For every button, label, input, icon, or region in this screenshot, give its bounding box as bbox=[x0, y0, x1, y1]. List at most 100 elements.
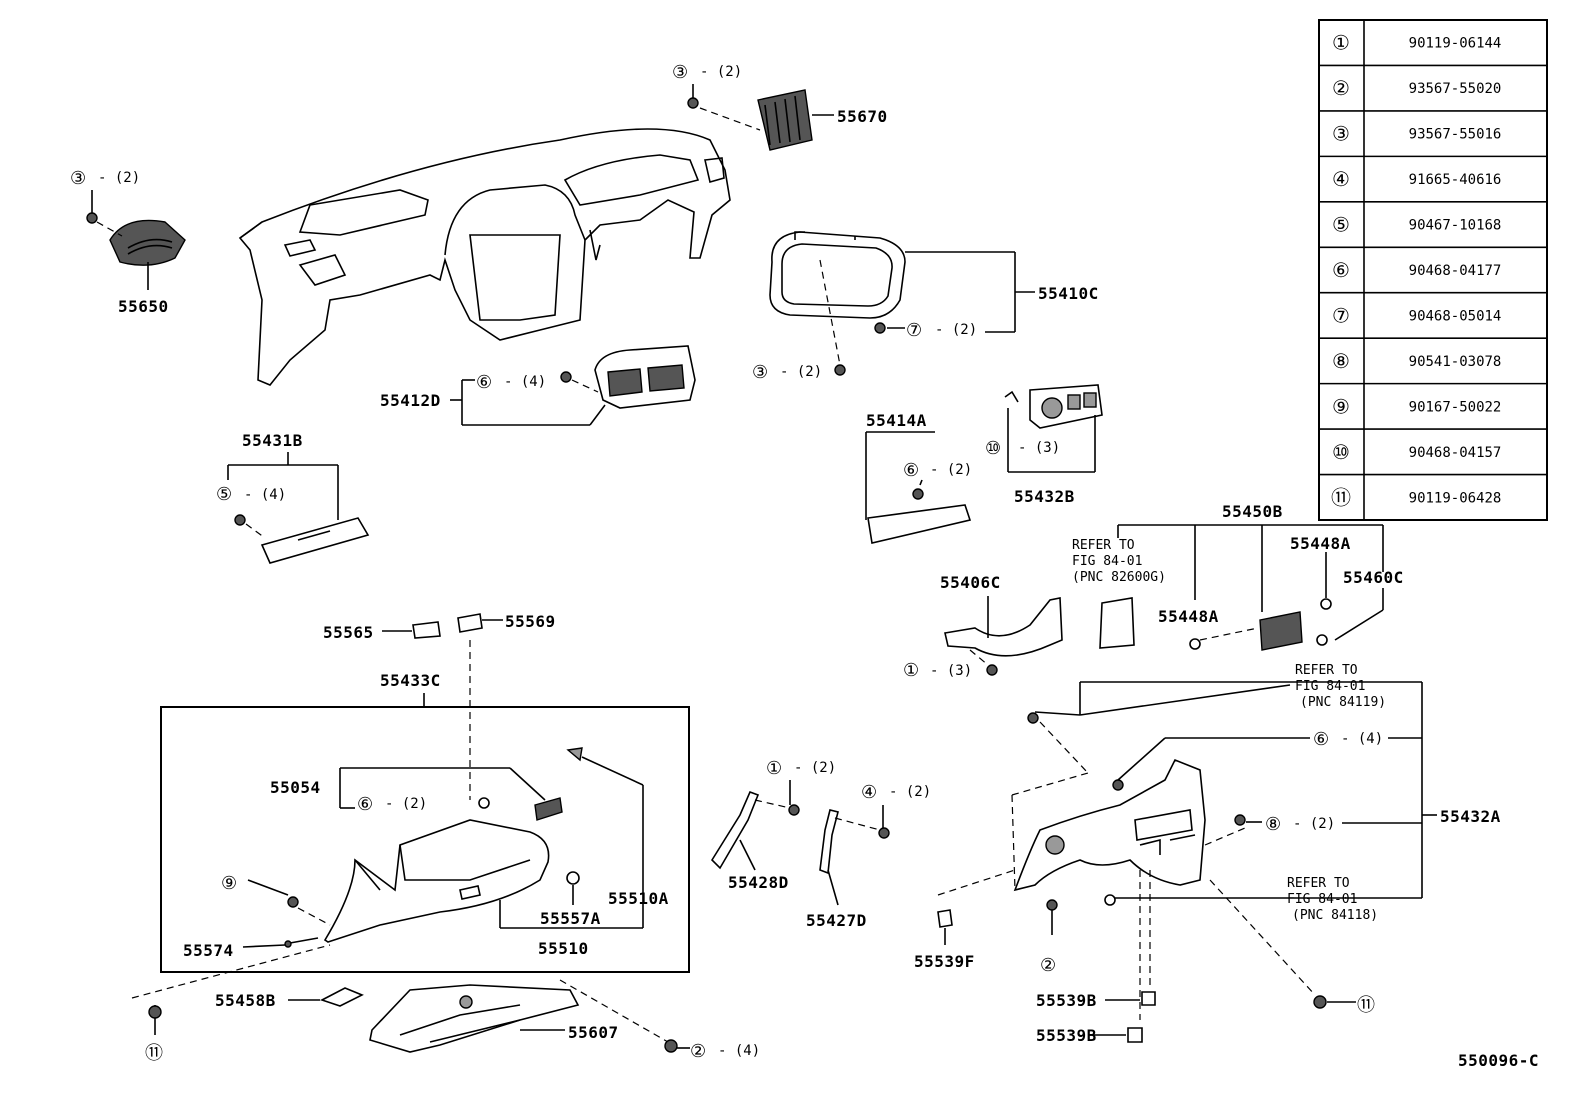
svg-text:55607: 55607 bbox=[568, 1023, 619, 1042]
svg-text:55458B: 55458B bbox=[215, 991, 276, 1010]
svg-text:(PNC 82600G): (PNC 82600G) bbox=[1072, 570, 1166, 585]
callout-c9: ① - (3) bbox=[903, 660, 972, 681]
table-part-number: 93567-55020 bbox=[1409, 81, 1502, 97]
table-part-number: 90119-06144 bbox=[1409, 36, 1502, 52]
svg-text:55414A: 55414A bbox=[866, 411, 927, 430]
svg-text:⑧: ⑧ bbox=[1265, 814, 1281, 835]
svg-text:55650: 55650 bbox=[118, 297, 169, 316]
svg-text:55410C: 55410C bbox=[1038, 284, 1099, 303]
svg-text:55450B: 55450B bbox=[1222, 502, 1283, 521]
svg-text:(PNC 84118): (PNC 84118) bbox=[1292, 908, 1378, 923]
svg-text:55574: 55574 bbox=[183, 941, 234, 960]
callout-c15: ⑧ - (2) bbox=[1265, 814, 1335, 835]
bracket-55406C: 55406C bbox=[940, 573, 1063, 676]
svg-text:FIG 84-01: FIG 84-01 bbox=[1287, 892, 1357, 907]
callout-c8: ⑩ - (3) bbox=[985, 438, 1060, 459]
svg-text:55432A: 55432A bbox=[1440, 807, 1501, 826]
svg-text:REFER TO: REFER TO bbox=[1287, 876, 1350, 891]
callout-c7: ⑥ - (2) bbox=[903, 460, 972, 481]
svg-text:⑤: ⑤ bbox=[216, 484, 232, 505]
svg-text:55054: 55054 bbox=[270, 778, 321, 797]
callout-c5: ⑥ - (4) bbox=[476, 372, 546, 393]
table-key: ③ bbox=[1332, 122, 1350, 146]
table-key: ⑥ bbox=[1332, 258, 1350, 282]
svg-text:④: ④ bbox=[861, 782, 877, 803]
table-key: ① bbox=[1332, 31, 1350, 55]
svg-text:③: ③ bbox=[672, 62, 688, 83]
console-panel-55450B: 55450B 55448A 55448A 55460C bbox=[1099, 502, 1404, 651]
callout-c4: ③ - (2) bbox=[752, 362, 822, 383]
svg-text:⑪: ⑪ bbox=[1357, 995, 1375, 1016]
lower-panel-55432A: 55432A 55539F 55539B 55539B bbox=[914, 681, 1501, 1045]
svg-text:⑥: ⑥ bbox=[1313, 729, 1329, 750]
table-key: ⑨ bbox=[1332, 394, 1350, 418]
svg-text:55539B: 55539B bbox=[1036, 1026, 1097, 1045]
svg-text:- (2): - (2) bbox=[385, 796, 427, 812]
side-vent-left: 55650 bbox=[86, 190, 186, 316]
svg-text:⑥: ⑥ bbox=[476, 372, 492, 393]
glove-box-group: 55433C 55565 55569 55054 55510A 55557A 5… bbox=[160, 612, 690, 973]
table-key: ② bbox=[1332, 76, 1350, 100]
svg-text:55412D: 55412D bbox=[380, 391, 441, 410]
under-cover-55607: 55458B 55607 550096-C bbox=[131, 944, 1539, 1070]
svg-text:- (4): - (4) bbox=[504, 374, 546, 390]
svg-text:FIG 84-01: FIG 84-01 bbox=[1295, 679, 1365, 694]
brackets-55428D-55427D: 55428D 55427D bbox=[710, 780, 890, 930]
svg-text:55427D: 55427D bbox=[806, 911, 867, 930]
callout-c16: ② bbox=[1040, 955, 1056, 976]
table-part-number: 91665-40616 bbox=[1409, 172, 1502, 188]
svg-text:- (2): - (2) bbox=[1293, 816, 1335, 832]
svg-text:③: ③ bbox=[70, 168, 86, 189]
svg-text:- (2): - (2) bbox=[780, 364, 822, 380]
instrument-panel-drawing bbox=[238, 128, 731, 386]
svg-text:- (4): - (4) bbox=[1341, 731, 1383, 747]
callout-c13: ④ - (2) bbox=[861, 782, 931, 803]
svg-text:55539B: 55539B bbox=[1036, 991, 1097, 1010]
table-key: ⑧ bbox=[1332, 349, 1350, 373]
svg-text:⑥: ⑥ bbox=[903, 460, 919, 481]
side-vent-right: 55670 bbox=[687, 84, 888, 151]
svg-text:55539F: 55539F bbox=[914, 952, 975, 971]
callout-c10: ⑥ - (2) bbox=[357, 794, 427, 815]
center-vent: 55412D bbox=[380, 345, 696, 426]
svg-text:55510: 55510 bbox=[538, 939, 589, 958]
table-key: ⑦ bbox=[1332, 303, 1350, 327]
switch-panel-55431B: 55431B bbox=[227, 431, 370, 564]
table-part-number: 90167-50022 bbox=[1409, 399, 1502, 415]
svg-text:①: ① bbox=[766, 758, 782, 779]
table-part-number: 90119-06428 bbox=[1409, 490, 1502, 506]
trim-55414A: 55414A bbox=[865, 411, 972, 544]
callout-c6: ⑤ - (4) bbox=[216, 484, 286, 505]
callout-c11: ⑨ bbox=[221, 873, 237, 894]
callout-c17: ⑪ bbox=[1357, 995, 1375, 1016]
svg-text:55460C: 55460C bbox=[1343, 568, 1404, 587]
svg-text:55510A: 55510A bbox=[608, 889, 669, 908]
svg-text:- (2): - (2) bbox=[700, 64, 742, 80]
svg-text:55448A: 55448A bbox=[1158, 607, 1219, 626]
svg-text:⑪: ⑪ bbox=[145, 1043, 163, 1064]
callout-c3: ⑦ - (2) bbox=[906, 320, 977, 341]
svg-text:⑩: ⑩ bbox=[985, 438, 1001, 459]
table-key: ⑩ bbox=[1332, 440, 1350, 464]
callout-c14: ⑥ - (4) bbox=[1313, 729, 1383, 750]
table-part-number: 90468-04177 bbox=[1409, 263, 1502, 279]
svg-text:55569: 55569 bbox=[505, 612, 556, 631]
svg-text:- (2): - (2) bbox=[889, 784, 931, 800]
svg-text:- (3): - (3) bbox=[1018, 440, 1060, 456]
svg-text:⑨: ⑨ bbox=[221, 873, 237, 894]
svg-text:- (2): - (2) bbox=[930, 462, 972, 478]
svg-text:⑦: ⑦ bbox=[906, 320, 922, 341]
svg-text:55406C: 55406C bbox=[940, 573, 1001, 592]
svg-text:REFER TO: REFER TO bbox=[1295, 663, 1358, 678]
svg-text:①: ① bbox=[903, 660, 919, 681]
part-label: 55670 bbox=[837, 107, 888, 126]
svg-text:- (2): - (2) bbox=[935, 322, 977, 338]
svg-text:55557A: 55557A bbox=[540, 909, 601, 928]
cluster-hood: 55410C bbox=[769, 231, 1099, 376]
svg-text:②: ② bbox=[1040, 955, 1056, 976]
svg-text:55433C: 55433C bbox=[380, 671, 441, 690]
callout-c12: ① - (2) bbox=[766, 758, 836, 779]
table-key: ④ bbox=[1332, 167, 1350, 191]
